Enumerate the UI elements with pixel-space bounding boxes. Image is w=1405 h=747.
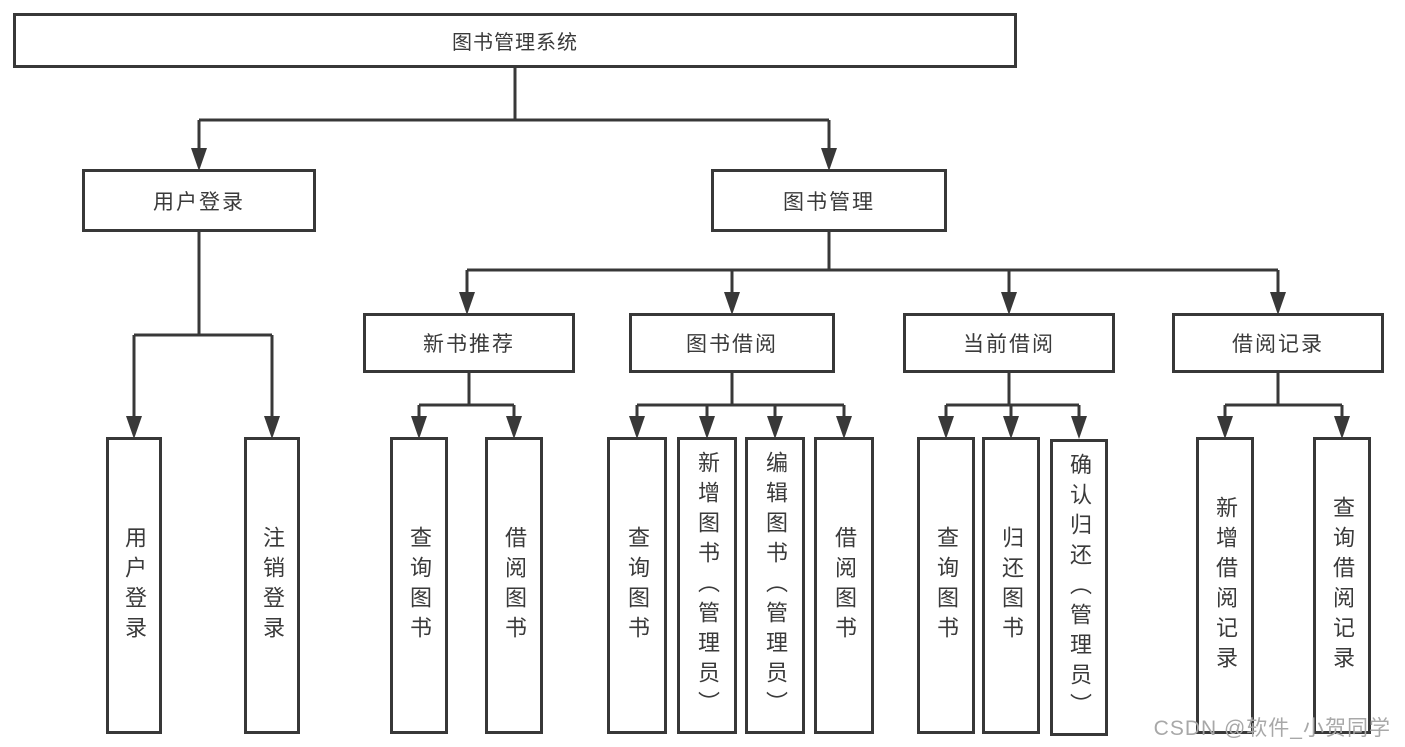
node-borrowing-records-label: 借阅记录 (1232, 333, 1324, 356)
leaf-recommend-query-books-label: 查询图书 (407, 525, 432, 646)
node-book-borrowing-label: 图书借阅 (686, 333, 778, 356)
leaf-borrow-edit-books-admin-label: 编辑图书（管理员） (763, 450, 788, 721)
leaf-recommend-borrow-books-label: 借阅图书 (502, 525, 527, 646)
leaf-records-add-record: 新增借阅记录 (1196, 437, 1254, 734)
node-borrowing-records: 借阅记录 (1172, 313, 1384, 373)
leaf-user-login: 用户登录 (106, 437, 162, 734)
leaf-user-login-label: 用户登录 (122, 525, 147, 646)
node-book-borrowing: 图书借阅 (629, 313, 835, 373)
node-user-login: 用户登录 (82, 169, 316, 232)
leaf-current-query-books-label: 查询图书 (934, 525, 959, 646)
leaf-current-query-books: 查询图书 (917, 437, 975, 734)
node-new-book-recommend-label: 新书推荐 (423, 333, 515, 356)
node-current-borrowing: 当前借阅 (903, 313, 1115, 373)
leaf-current-confirm-return-admin-label: 确认归还（管理员） (1067, 452, 1092, 723)
arrowheads (126, 148, 1350, 439)
leaf-borrow-add-books-admin: 新增图书（管理员） (677, 437, 737, 734)
leaf-records-add-record-label: 新增借阅记录 (1213, 495, 1238, 676)
leaf-borrow-edit-books-admin: 编辑图书（管理员） (745, 437, 805, 734)
node-book-management: 图书管理 (711, 169, 947, 232)
leaf-records-query-record-label: 查询借阅记录 (1330, 495, 1355, 676)
csdn-watermark: CSDN @软件_小贺同学 (1153, 717, 1391, 740)
leaf-borrow-borrow-books-label: 借阅图书 (832, 525, 857, 646)
leaf-logout-label: 注销登录 (260, 525, 285, 646)
node-root-label: 图书管理系统 (452, 32, 578, 54)
leaf-borrow-borrow-books: 借阅图书 (814, 437, 874, 734)
leaf-records-query-record: 查询借阅记录 (1313, 437, 1371, 734)
node-root: 图书管理系统 (13, 13, 1017, 68)
leaf-recommend-borrow-books: 借阅图书 (485, 437, 543, 734)
leaf-current-return-books-label: 归还图书 (999, 525, 1024, 646)
leaf-borrow-add-books-admin-label: 新增图书（管理员） (695, 450, 720, 721)
node-book-management-label: 图书管理 (783, 190, 875, 214)
node-current-borrowing-label: 当前借阅 (963, 333, 1055, 356)
leaf-current-return-books: 归还图书 (982, 437, 1040, 734)
leaf-borrow-query-books: 查询图书 (607, 437, 667, 734)
node-new-book-recommend: 新书推荐 (363, 313, 575, 373)
leaf-recommend-query-books: 查询图书 (390, 437, 448, 734)
leaf-current-confirm-return-admin: 确认归还（管理员） (1050, 439, 1108, 736)
leaf-borrow-query-books-label: 查询图书 (625, 525, 650, 646)
leaf-logout: 注销登录 (244, 437, 300, 734)
node-user-login-label: 用户登录 (153, 190, 245, 214)
